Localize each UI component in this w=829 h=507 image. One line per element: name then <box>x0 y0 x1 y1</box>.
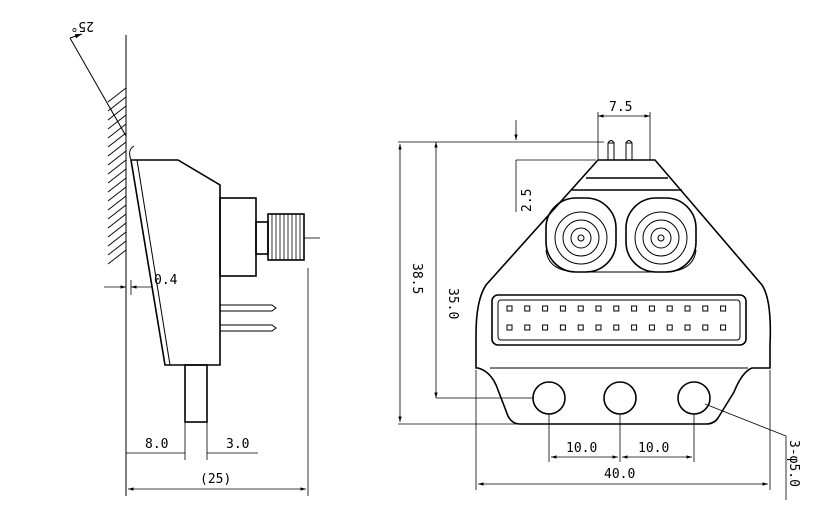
pin-height-dimension: 2.5 <box>520 189 535 212</box>
mounting-wall <box>107 35 127 496</box>
inner-height-dimension: 35.0 <box>445 288 460 319</box>
connector-pin <box>666 305 673 312</box>
hatch-line <box>107 105 127 121</box>
hatch-line <box>107 150 127 166</box>
hatch-line <box>107 159 127 175</box>
connector-pin <box>720 305 727 312</box>
connector-pin <box>613 305 620 312</box>
connector-pin <box>666 324 673 331</box>
connector-pin <box>684 305 691 312</box>
side-body <box>129 145 320 423</box>
connector-pin <box>613 324 620 331</box>
angle-label: 25° <box>71 18 94 33</box>
connector-pin <box>559 305 566 312</box>
front-width-dimension: 40.0 <box>604 467 635 482</box>
connector-pin <box>542 305 549 312</box>
side-width-dimension: (25) <box>200 472 231 487</box>
connector-pin <box>595 324 602 331</box>
hatch-line <box>107 96 127 112</box>
connector-pin <box>506 324 513 331</box>
connector-pin <box>702 324 709 331</box>
side-view: 25° 0.4 8.0 3.0 <box>69 18 320 496</box>
hatch-line <box>107 240 127 256</box>
overall-height-dimension: 38.5 <box>409 263 424 294</box>
hatch-line <box>107 177 127 193</box>
connector-pin <box>684 324 691 331</box>
connector-pin <box>577 305 584 312</box>
connector-pin <box>542 324 549 331</box>
hole-spacing-right: 10.0 <box>638 441 669 456</box>
connector-pin <box>631 324 638 331</box>
angle-construction <box>69 33 127 137</box>
connector-pin <box>648 305 655 312</box>
pin-header <box>491 294 747 346</box>
hatch-line <box>107 195 127 211</box>
top-pins <box>607 140 633 161</box>
hatch-line <box>107 249 127 265</box>
connector-pin <box>720 324 727 331</box>
mounting-hole-1 <box>532 381 566 415</box>
hatch-line <box>107 132 127 148</box>
hatch-line <box>107 168 127 184</box>
flange-dimension: 8.0 <box>145 437 168 452</box>
connector-pin <box>702 305 709 312</box>
coax-connector-right <box>625 197 697 273</box>
front-view: 7.5 2.5 35.0 38.5 10.0 10.0 40.0 3-φ5.0 <box>398 100 801 500</box>
connector-pin <box>559 324 566 331</box>
connector-pin <box>631 305 638 312</box>
connector-pin <box>524 324 531 331</box>
connector-pin <box>648 324 655 331</box>
front-outline <box>475 159 772 425</box>
connector-pin <box>524 305 531 312</box>
hatch-line <box>107 204 127 220</box>
gap-dimension: 0.4 <box>154 273 178 288</box>
hatch-line <box>107 87 127 103</box>
hatch-line <box>107 114 127 130</box>
hatch-line <box>107 231 127 247</box>
hatch-line <box>107 222 127 238</box>
hatch-line <box>107 141 127 157</box>
mounting-hole-2 <box>603 381 637 415</box>
connector-pin <box>577 324 584 331</box>
pin-spacing-dimension: 7.5 <box>609 100 632 115</box>
mounting-hole-3 <box>677 381 711 415</box>
hole-callout: 3-φ5.0 <box>786 440 801 487</box>
connector-pin <box>595 305 602 312</box>
coax-connector-left <box>545 197 617 273</box>
hatch-line <box>107 123 127 139</box>
hole-spacing-left: 10.0 <box>566 441 597 456</box>
connector-pin <box>506 305 513 312</box>
pin-offset-dimension: 3.0 <box>226 437 249 452</box>
hatch-line <box>107 186 127 202</box>
hatch-line <box>107 213 127 229</box>
